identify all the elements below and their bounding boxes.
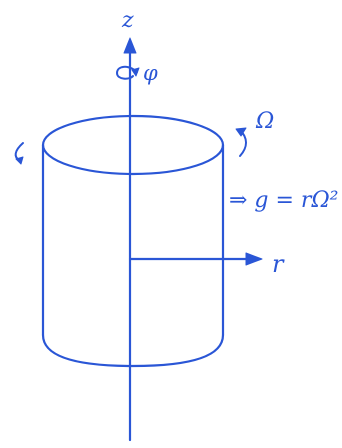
cylinder-top-ellipse [41,114,225,176]
left-rotation-arrowhead-icon [15,156,24,165]
cylinder-bottom-arc [41,333,225,368]
z-axis-label: z [121,8,134,33]
gravity-equation: ⇒ g = rΩ² [229,188,339,213]
z-axis-arrow-icon [123,37,137,54]
right-rotation-arrowhead-icon [235,127,247,137]
r-axis-label: r [272,250,285,278]
r-axis-arrow-icon [245,252,263,266]
omega-label: Ω [255,109,274,134]
axis-rotation-arrow-icon [116,65,138,80]
axis-rotation-arrowhead-icon [131,67,140,77]
phi-label: φ [143,61,158,85]
